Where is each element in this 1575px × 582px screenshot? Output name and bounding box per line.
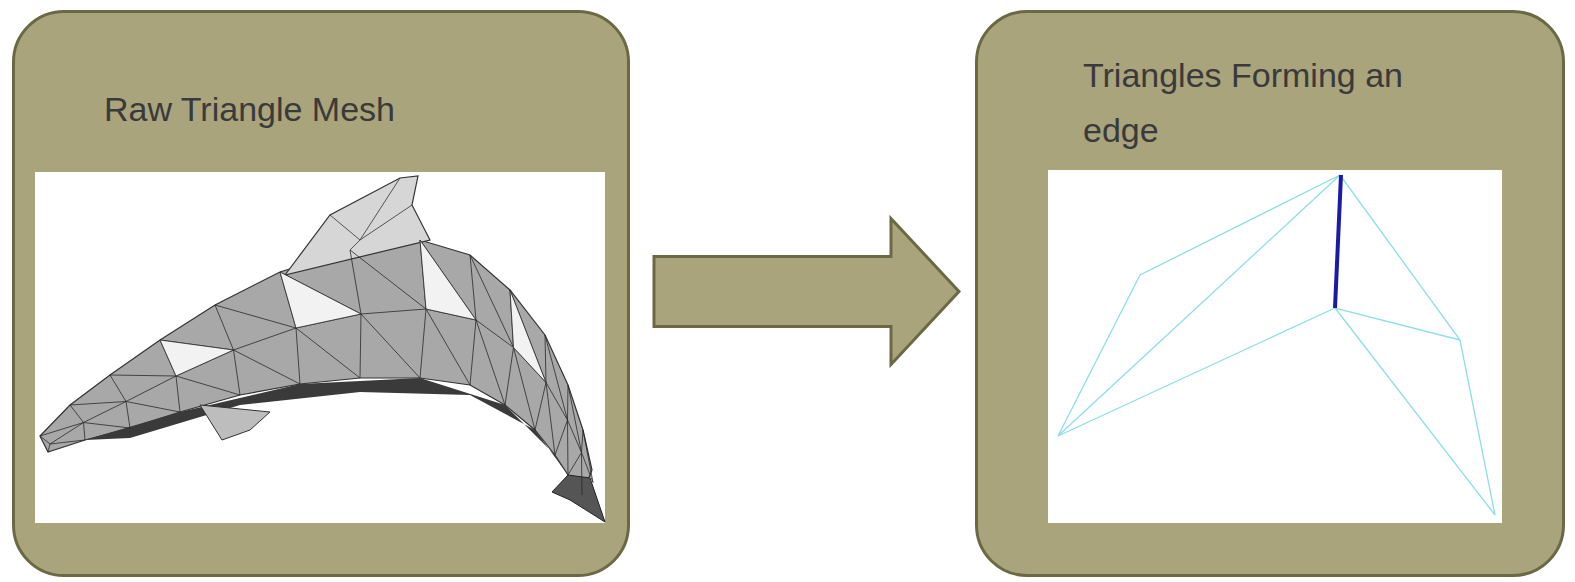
mesh-line xyxy=(84,423,131,429)
mesh-line xyxy=(555,420,568,455)
triangle-lines xyxy=(1058,175,1495,515)
dolphin-tail xyxy=(552,475,605,522)
mesh-line xyxy=(126,402,130,429)
mesh-line xyxy=(361,309,426,314)
mesh-facet xyxy=(160,340,234,376)
mesh-line xyxy=(126,376,176,402)
mesh-line xyxy=(176,376,240,395)
mesh-line xyxy=(110,375,176,376)
mesh-line xyxy=(296,328,360,378)
mesh-line xyxy=(48,444,50,452)
dolphin-fin xyxy=(285,176,430,275)
mesh-line xyxy=(470,255,514,348)
dolphin-mesh-picture xyxy=(35,172,605,523)
mesh-line xyxy=(582,453,594,483)
mesh-line xyxy=(40,436,50,444)
mesh-line xyxy=(567,385,569,420)
mesh-line xyxy=(84,402,127,423)
block-arrow xyxy=(654,219,959,365)
picture-ground xyxy=(1048,170,1502,523)
mesh-line xyxy=(330,178,412,250)
mesh-line xyxy=(583,430,593,483)
mesh-line xyxy=(176,376,180,412)
mesh-facet xyxy=(510,290,546,383)
mesh-line xyxy=(581,453,583,496)
mesh-line xyxy=(350,250,361,314)
dolphin-mesh xyxy=(40,176,605,522)
mesh-line xyxy=(420,309,426,378)
edge-triangles-picture xyxy=(1048,170,1502,523)
mesh-line xyxy=(546,383,555,456)
mesh-line xyxy=(215,305,234,350)
mesh-line xyxy=(546,383,568,421)
mesh-line xyxy=(360,314,361,378)
mesh-line xyxy=(70,405,84,423)
mesh-line xyxy=(470,255,476,320)
mesh-line xyxy=(70,402,126,406)
mesh-line xyxy=(426,309,470,385)
dolphin-body xyxy=(40,240,592,495)
mesh-line xyxy=(50,440,85,444)
mesh-facet xyxy=(420,240,476,320)
mesh-line xyxy=(568,453,582,476)
panel-heading: Raw Triangle Mesh xyxy=(104,82,395,137)
mesh-line xyxy=(126,402,180,413)
panel-heading: Triangles Forming an edge xyxy=(1083,48,1483,158)
mesh-line xyxy=(476,320,514,348)
mesh-line xyxy=(215,305,296,328)
mesh-line xyxy=(568,385,582,453)
mesh-line xyxy=(234,350,241,395)
dolphin-flipper xyxy=(200,405,270,440)
mesh-line xyxy=(545,335,546,383)
mesh-line xyxy=(567,420,569,475)
mesh-line xyxy=(535,383,546,431)
mesh-line xyxy=(505,348,514,406)
triangle-line xyxy=(1058,308,1335,436)
mesh-line xyxy=(84,423,86,441)
picture-ground xyxy=(35,172,605,523)
mesh-line xyxy=(420,240,476,320)
mesh-line xyxy=(510,290,546,383)
dolphin-shadow xyxy=(85,378,568,475)
mesh-line xyxy=(296,328,300,384)
mesh-facet xyxy=(280,272,361,328)
shared-edge xyxy=(1335,175,1341,308)
triangle-line xyxy=(1335,175,1495,515)
mesh-line xyxy=(234,328,297,350)
mesh-line xyxy=(568,420,582,453)
mesh-line xyxy=(476,320,505,405)
mesh-line xyxy=(350,250,426,309)
mesh-line xyxy=(110,375,126,402)
mesh-line xyxy=(582,430,584,453)
mesh-line xyxy=(40,423,84,437)
triangle-line xyxy=(1058,175,1340,436)
mesh-line xyxy=(234,350,301,384)
mesh-line xyxy=(545,335,568,420)
mesh-line xyxy=(470,320,476,385)
mesh-line xyxy=(361,314,420,378)
